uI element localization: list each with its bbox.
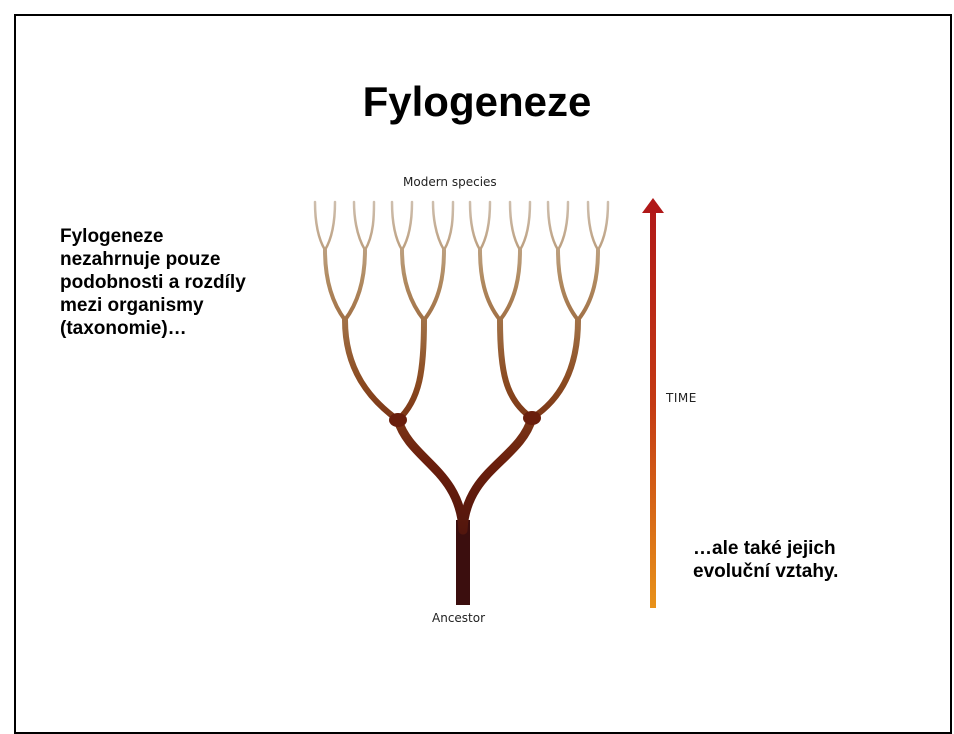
arrow-up-icon: [642, 198, 664, 213]
tree-nodes: [389, 411, 541, 427]
time-axis-label: TIME: [666, 391, 697, 405]
time-arrow-shaft: [650, 210, 656, 608]
ancestor-label: Ancestor: [432, 611, 485, 625]
tree-branches: [315, 202, 608, 530]
modern-species-label: Modern species: [403, 175, 497, 189]
